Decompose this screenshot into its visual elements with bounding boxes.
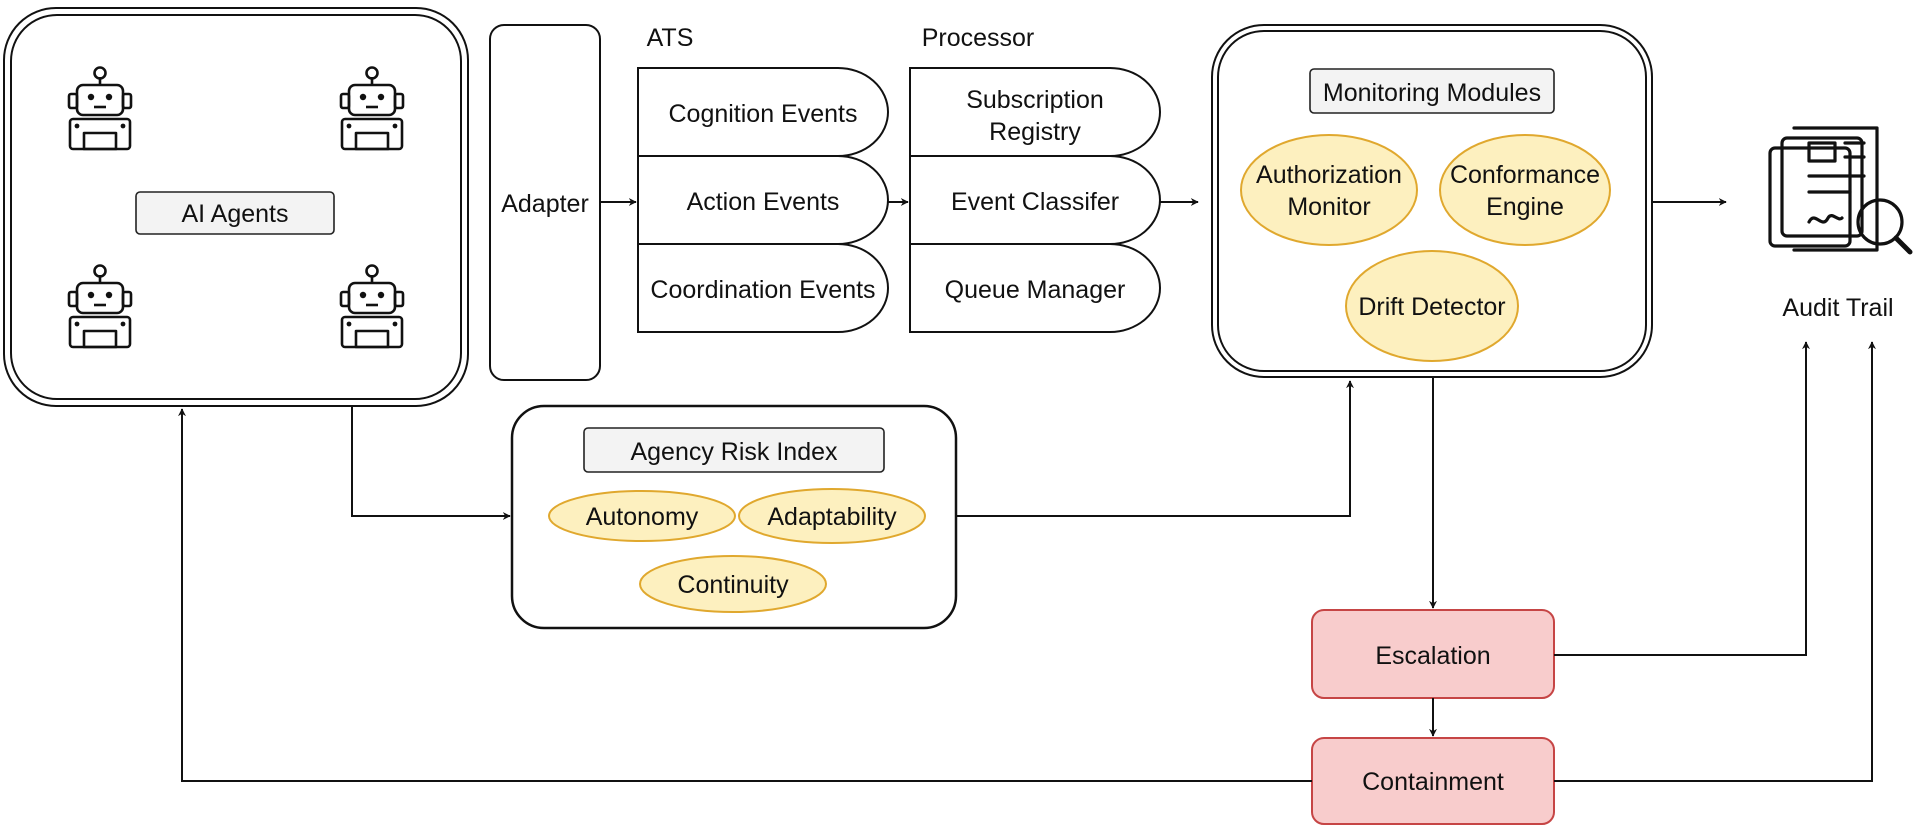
escalation-label: Escalation (1375, 642, 1490, 670)
connectors (178, 198, 1876, 782)
agency-risk-index-label: Agency Risk Index (630, 438, 838, 466)
ai-agents-panel: AI Agents (3, 7, 469, 407)
ats-item-cognition-events (637, 67, 889, 157)
processor-item-label: Registry (989, 118, 1081, 146)
module-label: Conformance (1450, 161, 1600, 189)
adapter-box: Adapter (489, 24, 601, 381)
adapter-label: Adapter (501, 190, 589, 218)
ai-agents-label: AI Agents (181, 200, 288, 228)
audit-document-search-icon (1768, 126, 1913, 255)
audit-trail-label: Audit Trail (1782, 294, 1893, 322)
risk-factor-autonomy (548, 490, 736, 542)
monitoring-modules-panel: Monitoring Modules Authorization Monitor… (1211, 24, 1653, 378)
module-conformance-engine (1439, 134, 1611, 246)
risk-factor-label: Autonomy (586, 503, 699, 531)
ats-item-label: Cognition Events (668, 100, 857, 128)
module-label: Monitor (1287, 193, 1370, 221)
processor-item-label: Subscription (966, 86, 1104, 114)
ai-agents-tag (135, 191, 335, 235)
risk-factor-label: Adaptability (767, 503, 897, 531)
edge-containment-to-audit (1554, 341, 1876, 782)
ats-item-label: Action Events (687, 188, 840, 216)
ats-heading: ATS (647, 24, 694, 52)
agency-risk-index-tag (583, 427, 885, 473)
monitoring-modules-tag (1309, 68, 1555, 114)
module-authorization-monitor (1240, 134, 1418, 246)
ats-item-coordination-events (637, 243, 889, 333)
agency-risk-index-panel: Agency Risk Index Autonomy Adaptability … (510, 404, 958, 630)
risk-factor-continuity (639, 555, 827, 613)
edge-containment-to-agents (178, 408, 1312, 782)
processor-item-label: Queue Manager (945, 276, 1126, 304)
edge-agents-to-risk-index (351, 406, 511, 520)
module-label: Authorization (1256, 161, 1402, 189)
escalation-box: Escalation (1311, 609, 1555, 699)
edge-risk-index-to-monitoring (956, 380, 1354, 517)
processor-stack: Subscription Registry Event Classifer Qu… (909, 67, 1161, 333)
edge-escalation-to-audit (1554, 341, 1810, 656)
monitoring-modules-label: Monitoring Modules (1323, 79, 1541, 107)
processor-item-queue-manager (909, 243, 1161, 333)
ats-stack: Cognition Events Action Events Coordinat… (637, 67, 889, 333)
ats-item-action-events (637, 155, 889, 245)
ats-item-label: Coordination Events (650, 276, 875, 304)
module-label: Engine (1486, 193, 1564, 221)
containment-label: Containment (1362, 768, 1504, 796)
containment-box: Containment (1311, 737, 1555, 825)
processor-item-event-classifier (909, 155, 1161, 245)
risk-factor-label: Continuity (677, 571, 789, 599)
module-drift-detector (1345, 250, 1519, 362)
risk-factor-adaptability (738, 488, 926, 544)
processor-item-label: Event Classifer (951, 188, 1119, 216)
module-label: Drift Detector (1358, 293, 1505, 321)
processor-item-subscription-registry (909, 67, 1161, 157)
processor-heading: Processor (922, 24, 1035, 52)
